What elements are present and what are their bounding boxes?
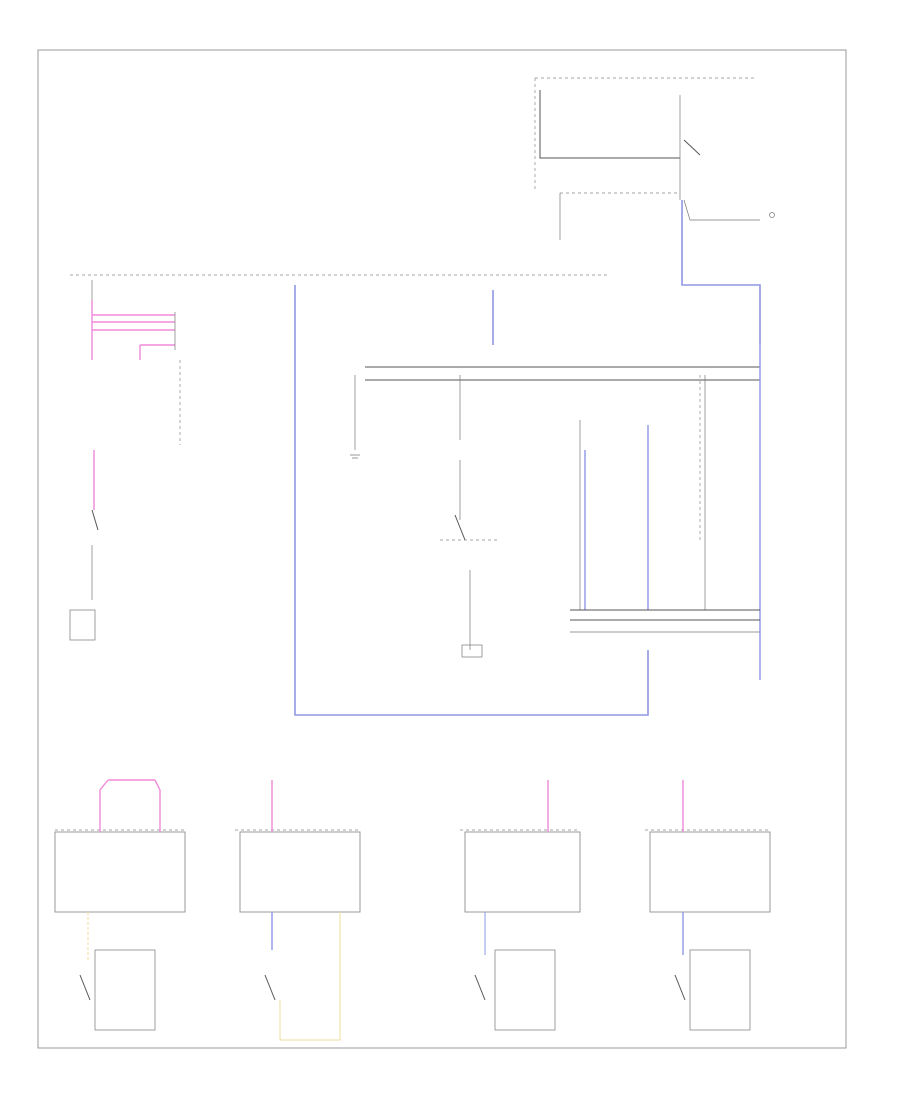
diagram-frame — [37, 49, 847, 1049]
wire-blue-right — [584, 425, 649, 610]
module-2 — [239, 831, 361, 913]
m2-switch-contact — [264, 974, 276, 1001]
relay-output — [683, 199, 760, 221]
wire-blue-loop — [294, 285, 649, 716]
ground-symbol-1 — [350, 454, 360, 459]
left-switch-contact — [91, 509, 99, 531]
center-bus — [365, 366, 760, 381]
wire-pink-fuse — [91, 300, 175, 360]
connector-pin — [769, 212, 775, 218]
switch-bus — [539, 90, 680, 159]
module-4-switch — [689, 949, 751, 1031]
m1-switch-contact — [79, 974, 91, 1001]
wire-blue-switch — [681, 200, 761, 345]
center-component — [461, 644, 483, 658]
wire-pink-m1 — [99, 779, 161, 832]
switch-contact — [683, 139, 701, 156]
left-component — [69, 609, 96, 641]
m4-switch-contact — [674, 974, 686, 1001]
lower-bus — [570, 609, 760, 621]
wire-yellow-m2 — [279, 912, 341, 1041]
module-1 — [54, 831, 186, 913]
module-3 — [464, 831, 581, 913]
center-switch-contact — [454, 514, 466, 541]
module-1-switch — [94, 949, 156, 1031]
m3-switch-contact — [474, 974, 486, 1001]
module-4 — [649, 831, 771, 913]
module-3-switch — [494, 949, 556, 1031]
